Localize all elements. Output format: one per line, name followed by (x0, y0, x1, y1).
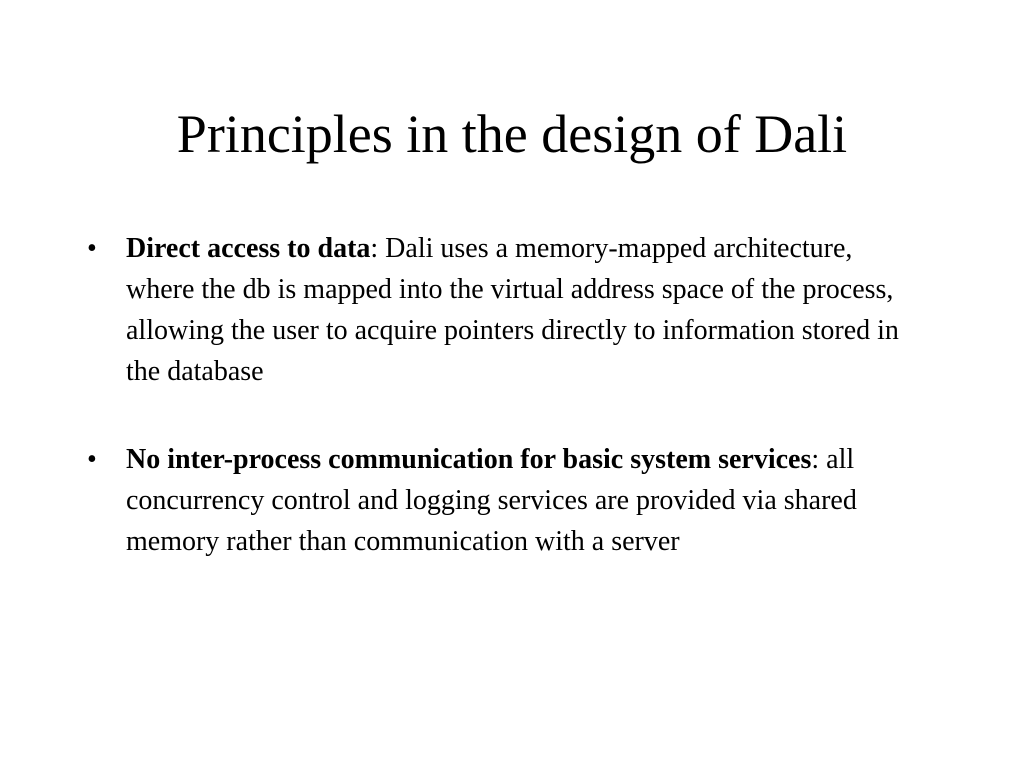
bullet-item-no-ipc: • No inter-process communication for bas… (87, 439, 937, 562)
bullet-term: No inter-process communication for basic… (126, 444, 812, 475)
bullet-description: : Dali uses a memory-mapped architecture… (126, 233, 899, 387)
bullet-marker: • (87, 444, 97, 475)
bullet-text: Direct access to data: Dali uses a memor… (126, 228, 916, 392)
slide-title: Principles in the design of Dali (176, 104, 848, 164)
bullet-text: No inter-process communication for basic… (126, 439, 916, 562)
bullet-description: : all concurrency control and logging se… (126, 444, 857, 557)
bullet-list: • Direct access to data: Dali uses a mem… (87, 228, 937, 609)
bullet-term: Direct access to data (126, 233, 371, 264)
bullet-item-direct-access: • Direct access to data: Dali uses a mem… (87, 228, 937, 392)
bullet-marker: • (87, 233, 97, 264)
